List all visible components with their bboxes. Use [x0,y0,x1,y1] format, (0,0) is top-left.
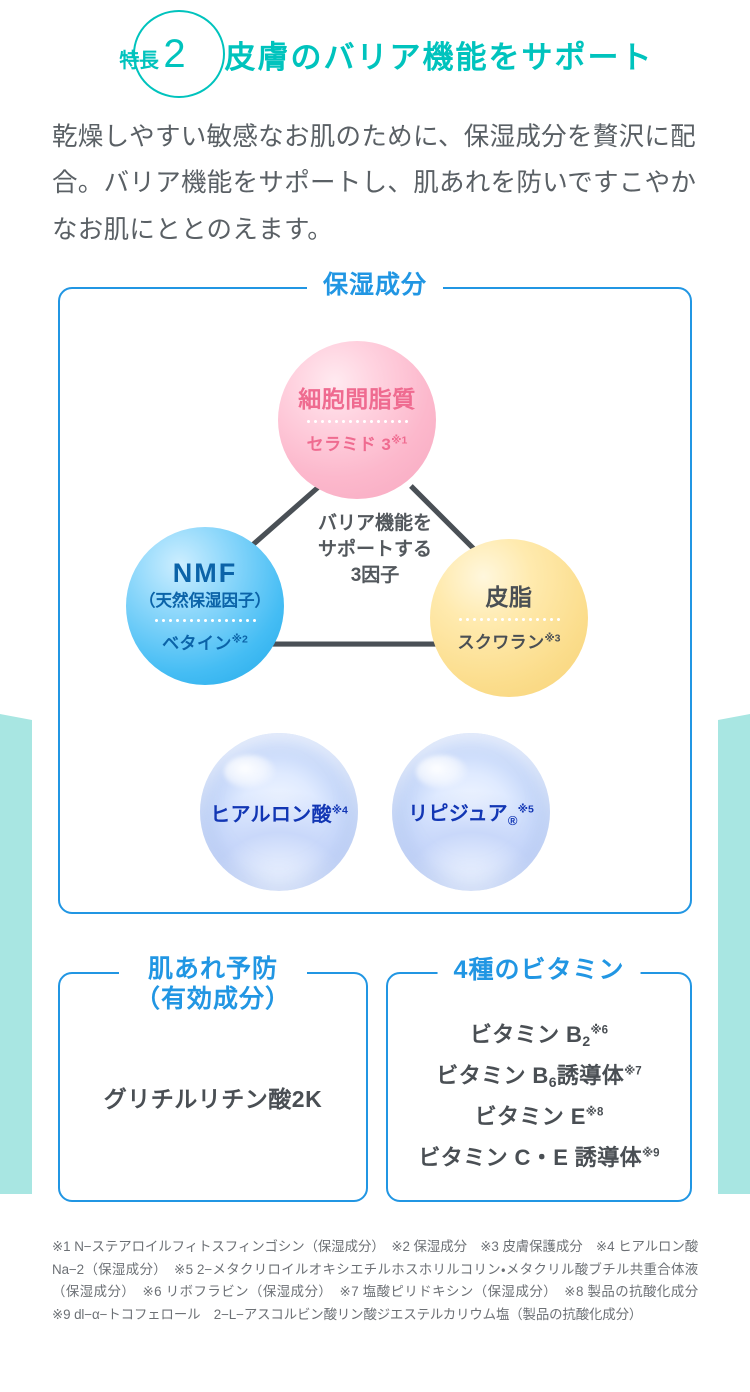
list-item: ビタミン B2※6 [418,1017,659,1049]
ref-mark: ※5 [517,803,534,816]
ingredient-name: セラミド 3 [306,434,392,454]
vitamin-list: ビタミン B2※6 ビタミン B6誘導体※7 ビタミン E※8 ビタミン C・E… [418,1003,659,1172]
vitamins-box: 4種のビタミン ビタミン B2※6 ビタミン B6誘導体※7 ビタミン E※8 … [386,955,692,1203]
ref-mark: ※9 [642,1147,660,1160]
vitamins-box-title: 4種のビタミン [437,955,641,986]
page-title: 皮膚のバリア機能をサポート [224,39,654,75]
feature-badge: 特長 2 [97,8,225,100]
list-item: ビタミン B6誘導体※7 [418,1058,659,1090]
dotted-separator [457,617,561,621]
circle-ingredient-nmf: ベタイン※2 [162,629,248,654]
circle-ingredient-intercellular-lipid: セラミド 3※1 [307,430,408,455]
skin-care-title-line-2: （有効成分） [134,984,292,1015]
decorative-wedge-left [0,714,32,1194]
badge-label: 特長 [119,50,159,72]
vitamin-subscript: 2 [582,1032,591,1049]
center-label-line-3: 3因子 [350,564,400,586]
badge-ring-icon [132,10,225,98]
registered-trademark-icon: ® [507,812,518,828]
circle-sebum: 皮脂 スクワラン※3 [430,539,588,698]
bubble-lipidure: リピジュア®※5 [392,733,550,892]
three-factor-diagram: 細胞間脂質 セラミド 3※1 NMF （天然保湿因子） ベタイン※2 皮脂 [60,289,690,912]
footnotes: ※1 N−ステアロイルフィトスフィンゴシン（保湿成分） ※2 保湿成分 ※3 皮… [52,1239,712,1322]
moisture-ingredients-box: 保湿成分 細胞間脂質 セラミド 3※1 NMF （天然保湿因子） [58,270,692,915]
ref-mark: ※3 [544,632,561,645]
vitamin-subscript: 6 [548,1073,557,1090]
circle-intercellular-lipid: 細胞間脂質 セラミド 3※1 [278,341,436,500]
ingredient-name: ベタイン [162,634,232,654]
vitamin-name: ビタミン B [436,1062,549,1088]
circle-title-intercellular-lipid: 細胞間脂質 [298,385,416,412]
list-item: ビタミン C・E 誘導体※9 [418,1140,659,1172]
diagram-center-label: バリア機能を サポートする 3因子 [318,511,432,588]
circle-title-nmf: NMF [172,558,238,589]
vitamin-name: ビタミン E [474,1103,586,1129]
moisture-box-title: 保湿成分 [306,270,444,301]
bubble-label-lipidure: リピジュア®※5 [408,797,534,828]
ref-mark: ※7 [624,1065,642,1078]
page-root: 特長 2 皮膚のバリア機能をサポート 乾燥しやすい敏感なお肌のために、保湿成分を… [0,0,750,1326]
skin-care-content: グリチルリチン酸2K [103,1085,323,1112]
circle-ingredient-sebum: スクワラン※3 [457,628,560,653]
vitamin-name: ビタミン C・E 誘導体 [418,1144,642,1170]
ref-mark: ※6 [590,1024,609,1037]
circle-title-sebum: 皮脂 [485,583,533,610]
ref-mark: ※1 [391,434,408,447]
decorative-wedge-right [718,714,750,1194]
ingredient-name: スクワラン [457,632,545,652]
center-label-line-2: サポートする [317,539,433,561]
list-item: ビタミン E※8 [418,1099,659,1131]
bottom-boxes-row: 肌あれ予防 （有効成分） グリチルリチン酸2K 4種のビタミン ビタミン B2※… [58,954,692,1203]
skin-care-box: 肌あれ予防 （有効成分） グリチルリチン酸2K [58,954,368,1203]
badge-inner: 特長 2 [119,34,201,74]
center-label-line-1: バリア機能を [317,513,433,535]
skin-care-box-title: 肌あれ予防 （有効成分） [118,954,308,1015]
ref-mark: ※8 [585,1106,604,1119]
ref-mark: ※2 [231,633,248,646]
ref-mark: ※4 [331,804,348,817]
circle-nmf: NMF （天然保湿因子） ベタイン※2 [126,527,284,686]
bubble-label-hyaluronic-acid: ヒアルロン酸※4 [210,798,348,827]
circle-subtitle-nmf: （天然保湿因子） [139,591,271,610]
bubble-label-text: リピジュア [408,802,508,825]
badge-number: 2 [163,32,186,76]
section-header: 特長 2 皮膚のバリア機能をサポート [0,0,750,100]
bubble-label-text: ヒアルロン酸 [210,803,332,826]
bubble-hyaluronic-acid: ヒアルロン酸※4 [200,733,358,892]
dotted-separator [305,419,409,423]
vitamin-name: ビタミン B [469,1021,583,1047]
dotted-separator [153,619,257,623]
skin-care-title-line-1: 肌あれ予防 [147,955,279,984]
vitamin-suffix: 誘導体 [556,1062,625,1088]
lead-paragraph: 乾燥しやすい敏感なお肌のために、保湿成分を贅沢に配合。バリア機能をサポートし、肌… [52,123,697,244]
